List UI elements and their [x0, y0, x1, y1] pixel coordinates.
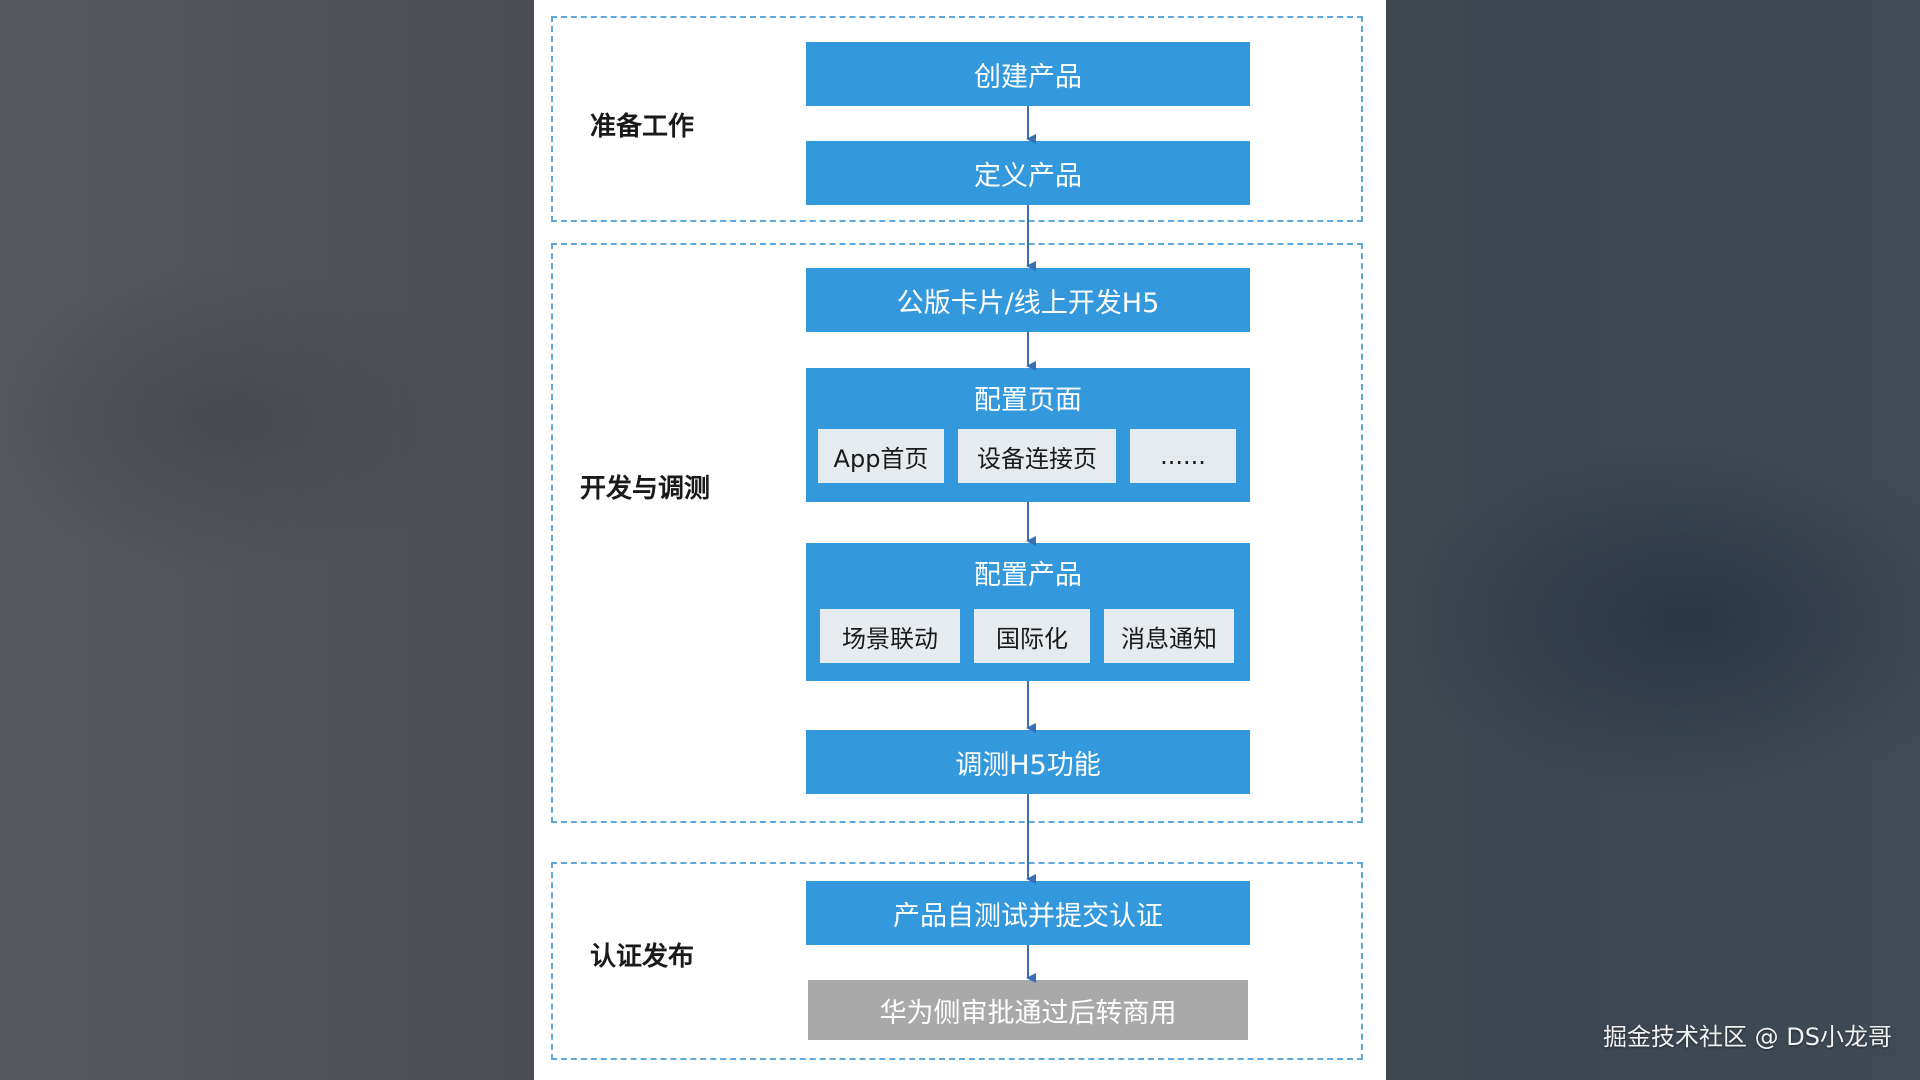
sub-more: ......: [1130, 429, 1236, 483]
phase-prep-frame: [551, 16, 1363, 222]
step-self-test-certify: 产品自测试并提交认证: [806, 881, 1250, 945]
flow-arrows: [1026, 106, 1036, 983]
group-config-product: 配置产品 场景联动 国际化 消息通知: [806, 543, 1250, 681]
sub-device-connect: 设备连接页: [958, 429, 1116, 483]
group-config-pages: 配置页面 App首页 设备连接页 ......: [806, 368, 1250, 502]
group-config-product-title: 配置产品: [974, 560, 1082, 591]
step-create-product: 创建产品: [806, 42, 1250, 106]
phase-release-frame: [551, 862, 1363, 1060]
phase-dev-label: 开发与调测: [580, 474, 711, 504]
step-approve-commercial: 华为侧审批通过后转商用: [808, 980, 1248, 1040]
sub-scene-linkage: 场景联动: [820, 609, 960, 663]
sub-app-home: App首页: [818, 429, 944, 483]
flowchart-canvas: 准备工作 创建产品 定义产品 开发与调测 公版卡片/线上开发H5 配置页面 Ap…: [534, 0, 1386, 1080]
step-define-product: 定义产品: [806, 141, 1250, 205]
sub-i18n: 国际化: [974, 609, 1090, 663]
sub-message-notify: 消息通知: [1104, 609, 1234, 663]
phase-release-label: 认证发布: [590, 942, 695, 972]
watermark-text: 掘金技术社区 @ DS小龙哥: [1603, 1023, 1892, 1051]
group-config-pages-title: 配置页面: [974, 385, 1082, 416]
phase-dev-frame: [551, 243, 1363, 823]
step-debug-h5: 调测H5功能: [806, 730, 1250, 794]
step-develop-h5: 公版卡片/线上开发H5: [806, 268, 1250, 332]
phase-prep-label: 准备工作: [590, 112, 695, 142]
